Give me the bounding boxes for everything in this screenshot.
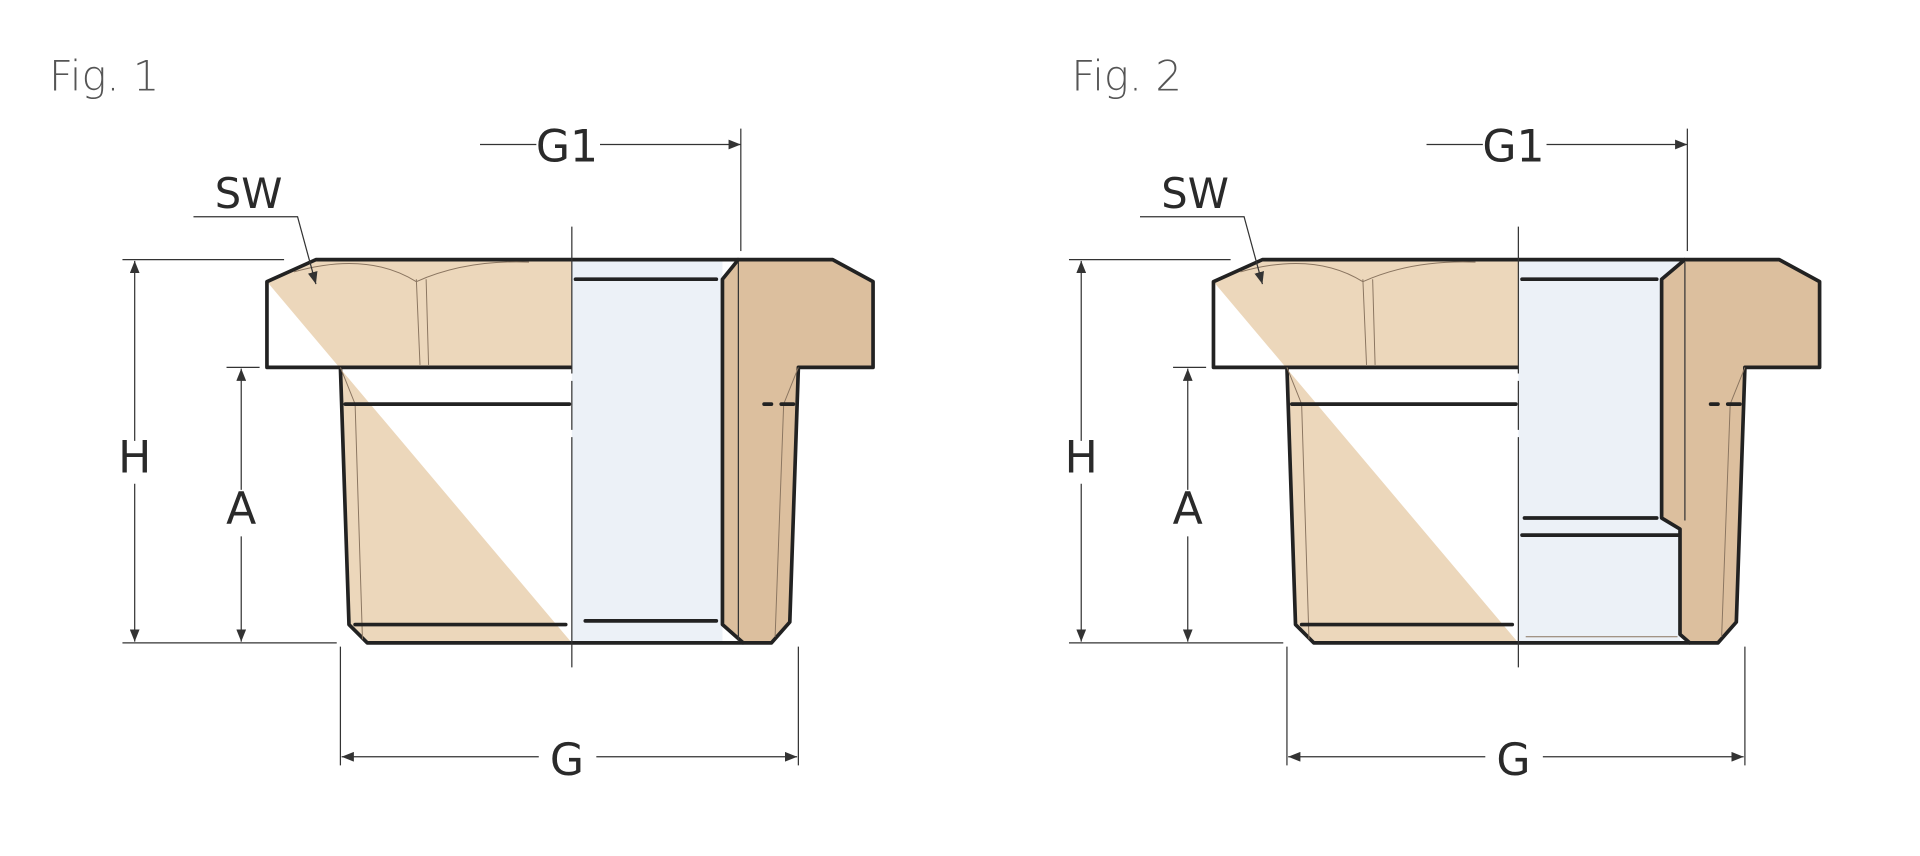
dimension-g-label: G	[550, 735, 584, 786]
dimension-g1-label: G1	[536, 122, 598, 173]
figure-1: Fig. 1 G1 SW H A G	[49, 52, 875, 786]
dimension-sw-label: SW	[215, 169, 283, 218]
figure-2: G1 SW H A G	[1065, 122, 1822, 786]
dimension-g-label: G	[1496, 735, 1530, 786]
hex-head-body	[1213, 259, 1519, 643]
figure-title: Fig. 2	[1071, 52, 1181, 101]
dimension-sw-label: SW	[1161, 169, 1229, 218]
dimension-h-label: H	[1065, 433, 1098, 484]
wall-section	[720, 257, 875, 645]
dimension-g1-label: G1	[1482, 122, 1544, 173]
dimension-a-label: A	[226, 484, 256, 535]
bore-section	[1518, 259, 1680, 643]
figure-title: Fig. 1	[49, 52, 159, 101]
hex-head-body	[266, 259, 572, 643]
bore-section	[571, 259, 723, 643]
dimension-h-label: H	[118, 433, 151, 484]
wall-section	[1659, 257, 1822, 645]
dimension-a-label: A	[1173, 484, 1203, 535]
